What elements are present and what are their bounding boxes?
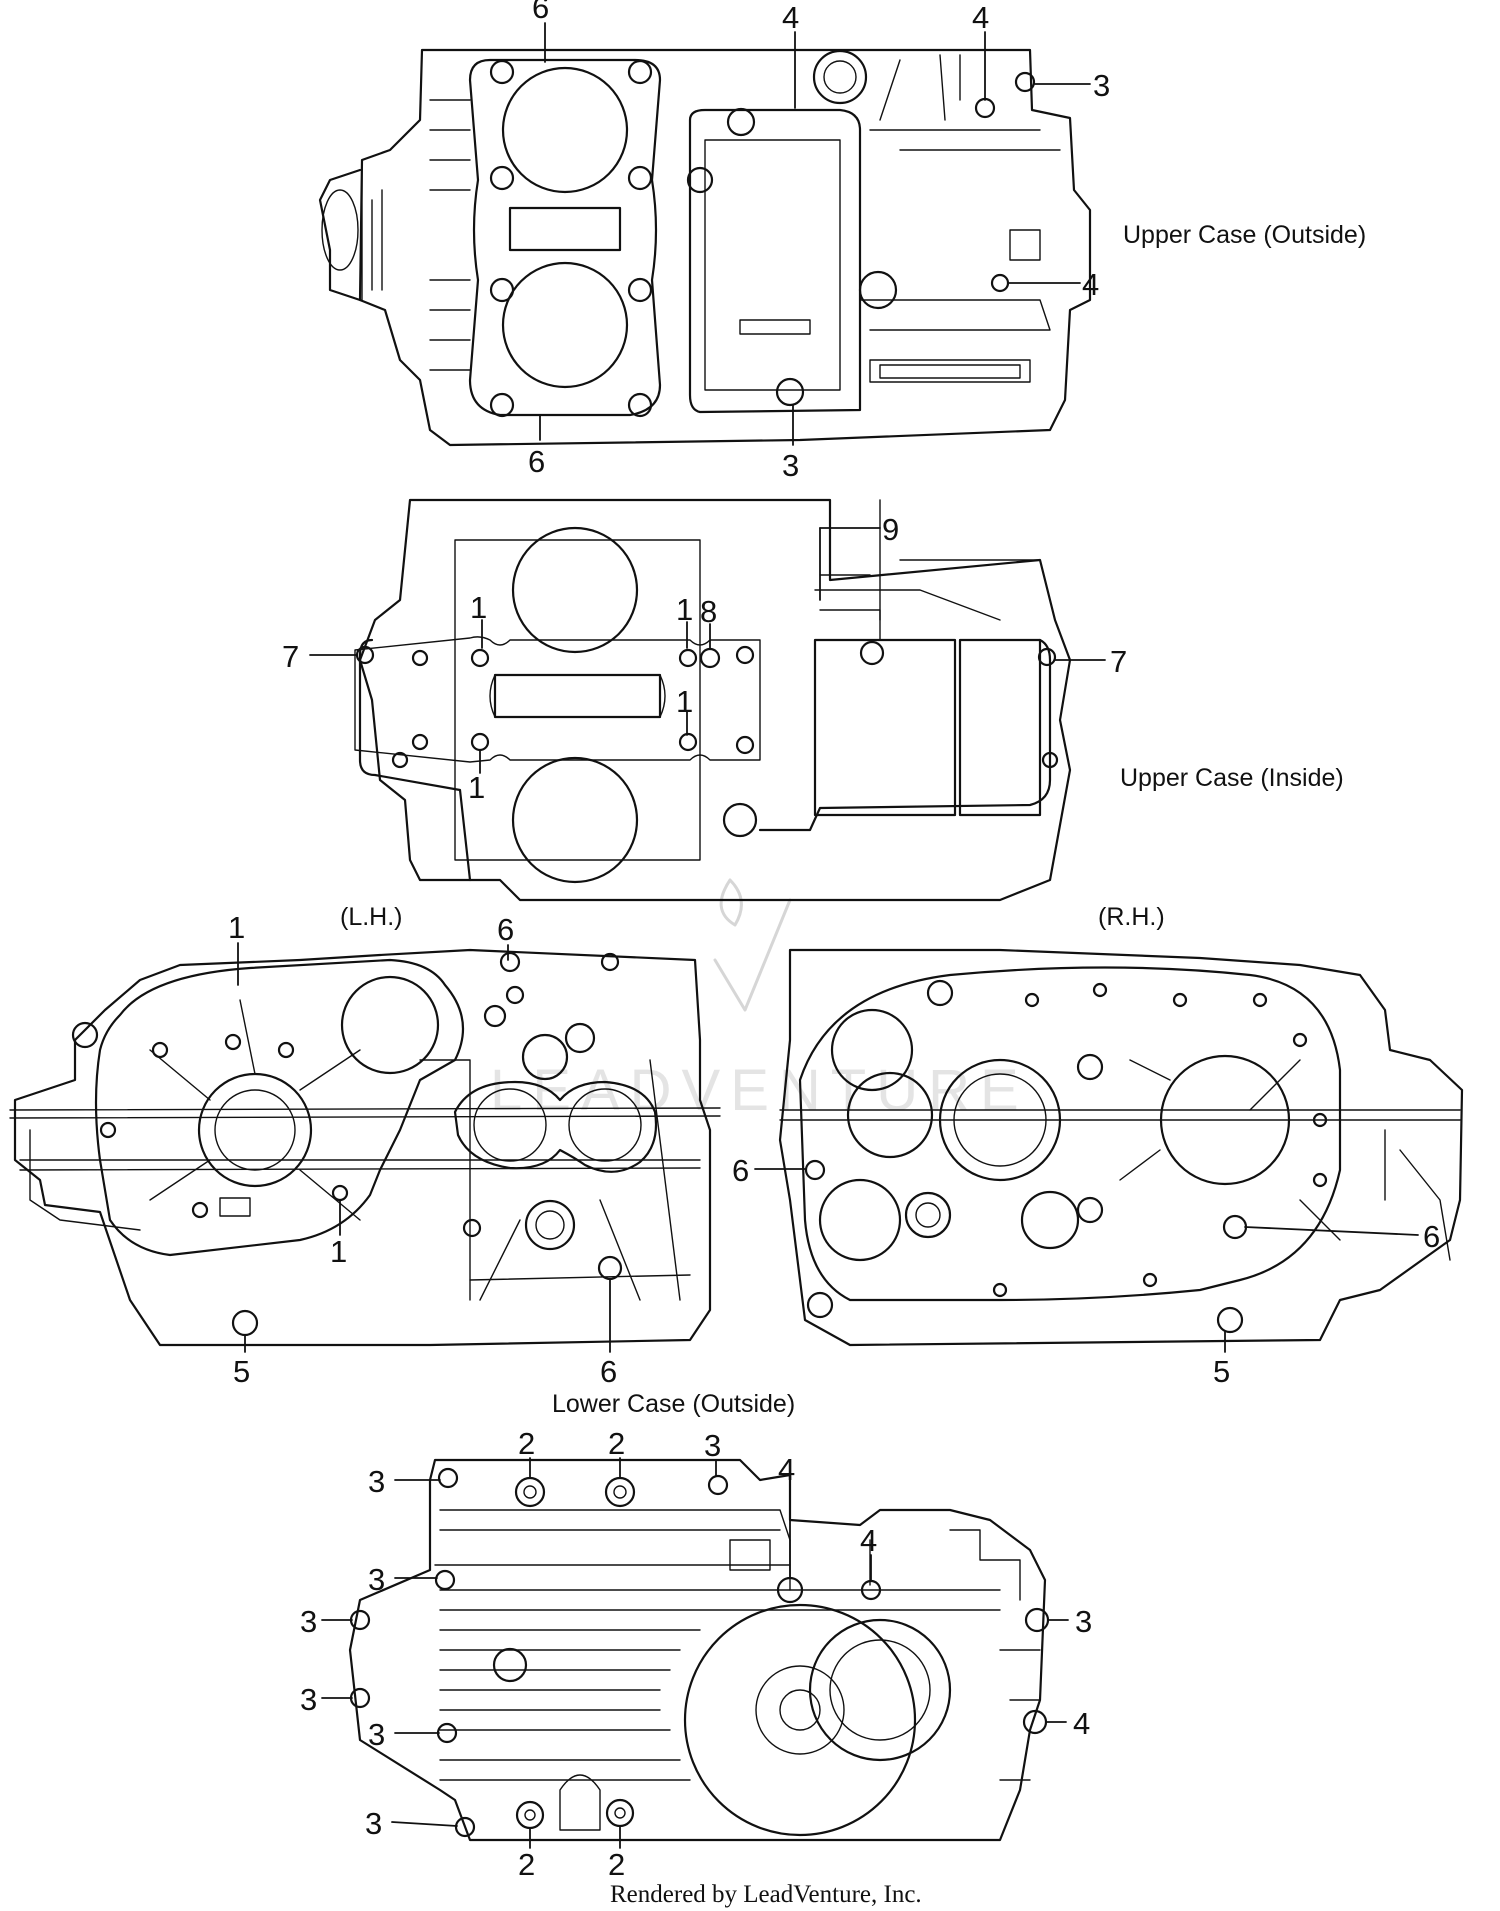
callout-label: 4 [782,0,799,35]
callout-label: 3 [300,1682,317,1717]
lower-case-rh-view: 6 6 5 (R.H.) [732,903,1464,1389]
callout-label: 3 [368,1562,385,1597]
callout-label: 2 [608,1426,625,1461]
callout-label: 2 [518,1426,535,1461]
callout-label: 4 [972,0,989,35]
callout-label: 1 [676,684,693,719]
callout-label: 1 [676,592,693,627]
callout-label: 9 [882,512,899,547]
watermark: LEADVENTURE [490,878,1029,1123]
callout-label: 3 [1093,68,1110,103]
callout-label: 6 [528,444,545,479]
callout-label: 4 [860,1523,877,1558]
callout-label: 1 [470,590,487,625]
callout-label: 4 [778,1452,795,1487]
callout-label: 6 [1423,1219,1440,1254]
callout-label: 6 [732,1153,749,1188]
callout-label: 3 [300,1604,317,1639]
callout-label: 2 [608,1847,625,1882]
lower-case-outside-caption: Lower Case (Outside) [552,1390,795,1418]
upper-case-outside-view: 6 4 4 3 4 6 3 Upper Case (Outside) [318,0,1366,483]
lower-case-lh-view: 1 6 1 5 6 (L.H.) [9,903,721,1389]
callout-label: 3 [365,1806,382,1841]
callout-label: 4 [1073,1706,1090,1741]
upper-case-inside-view: 9 1 1 8 7 7 1 1 Upper Case (Inside) [282,498,1344,902]
callout-label: 3 [368,1717,385,1752]
lower-case-bottom-view: 2 2 3 4 3 3 4 3 3 3 4 3 3 2 2 [300,1426,1092,1882]
callout-label: 3 [782,448,799,483]
callout-label: 1 [468,770,485,805]
callout-label: 3 [368,1464,385,1499]
upper-case-inside-caption: Upper Case (Inside) [1120,764,1344,792]
callout-label: 1 [228,910,245,945]
callout-label: 7 [1110,644,1127,679]
callout-label: 8 [700,594,717,629]
callout-label: 5 [233,1354,250,1389]
rh-label: (R.H.) [1098,903,1165,931]
callout-label: 3 [1075,1604,1092,1639]
callout-label: 1 [330,1234,347,1269]
footer-credit: Rendered by LeadVenture, Inc. [610,1881,922,1908]
upper-case-outside-caption: Upper Case (Outside) [1123,221,1366,249]
callout-label: 5 [1213,1354,1230,1389]
callout-label: 6 [532,0,549,25]
callout-label: 6 [497,912,514,947]
callout-label: 7 [282,639,299,674]
callout-label: 4 [1082,267,1099,302]
callout-label: 6 [600,1354,617,1389]
callout-label: 2 [518,1847,535,1882]
watermark-text: LEADVENTURE [490,1058,1029,1123]
callout-label: 3 [704,1428,721,1463]
lh-label: (L.H.) [340,903,403,931]
